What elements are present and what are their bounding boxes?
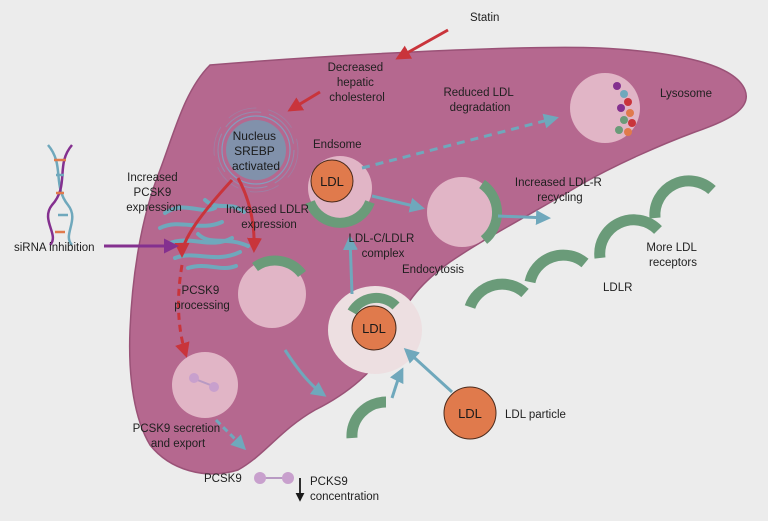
lysosome-fragment	[624, 128, 632, 136]
label-lysosome: Lysosome	[660, 88, 712, 100]
arrow-statin	[395, 28, 449, 60]
lysosome-fragment	[620, 90, 628, 98]
label-complex: LDL-C/LDLR complex	[348, 233, 417, 260]
ldl-label: LDL	[458, 406, 482, 421]
arrow-to-pcsk9	[174, 178, 234, 258]
label-more-receptors: More LDL receptors	[646, 242, 699, 269]
lysosome	[570, 73, 640, 143]
pcsk9-secreted	[254, 472, 294, 484]
arrow-degradation	[361, 113, 559, 170]
label-sirna-inhibition: siRNA inhibition	[14, 242, 95, 254]
lysosome-fragment	[628, 119, 636, 127]
arrow-endocytosis-up	[342, 235, 358, 295]
label-increased-pcsk9: Increased PCSK9 expression	[126, 172, 182, 214]
recycling-vesicle	[427, 177, 503, 247]
ldl-label: LDL	[362, 321, 386, 336]
label-pcsk9-secretion: PCSK9 secretion and export	[133, 423, 224, 450]
pcsk9-molecule	[209, 382, 219, 392]
label-pcsk9: PCSK9	[204, 473, 242, 485]
arrow-recycling-out	[497, 210, 551, 226]
arrow-ldl-in	[403, 347, 454, 394]
label-endocytosis: Endocytosis	[402, 264, 464, 276]
lysosome-fragment	[624, 98, 632, 106]
label-statin: Statin	[470, 12, 499, 24]
endosome	[305, 156, 375, 228]
ldlr-receptor	[252, 255, 306, 278]
ldlr-receptor	[347, 292, 400, 315]
ldlr-receptor	[305, 199, 375, 228]
arrow-secretion-down	[214, 418, 247, 451]
label-nucleus: Nucleus SREBP activated	[232, 129, 280, 173]
arrow-receptor-in	[389, 367, 404, 399]
label-decreased-cholesterol: Decreased hepatic cholesterol	[328, 62, 387, 104]
arrow-processing-down	[283, 349, 327, 397]
ldl-label: LDL	[320, 174, 344, 189]
label-increased-ldlr: Increased LDLR expression	[226, 204, 312, 231]
lysosome-fragment	[617, 104, 625, 112]
processing-vesicle	[238, 255, 306, 328]
ldlr-receptor	[478, 179, 503, 244]
lysosome-fragment	[626, 109, 634, 117]
lysosome-fragment	[620, 116, 628, 124]
ldl-particle-outside	[443, 386, 497, 440]
lysosome-fragment	[615, 126, 623, 134]
label-reduced-degradation: Reduced LDL degradation	[443, 87, 516, 114]
endocytosis-vesicle	[347, 292, 400, 351]
pcsk9-molecule	[189, 373, 199, 383]
label-ldlr: LDLR	[603, 282, 632, 294]
arrow-to-secretion	[175, 264, 190, 358]
label-ldl-particle: LDL particle	[505, 409, 566, 421]
ldlr-receptors-outside	[346, 175, 716, 439]
nucleus	[213, 107, 299, 193]
ldl-particle	[351, 305, 397, 351]
label-pcsk9-processing: PCSK9 processing	[174, 285, 230, 312]
lysosome-fragment	[613, 82, 621, 90]
secretion-vesicle	[172, 352, 238, 418]
sirna-helix-icon	[46, 144, 74, 246]
arrow-to-recycling	[371, 194, 425, 213]
label-endosome: Endsome	[313, 139, 362, 151]
label-pcks9-concentration: PCKS9 concentration	[310, 476, 379, 503]
arrow-cholesterol	[287, 90, 321, 112]
label-increased-recycling: Increased LDL-R recycling	[515, 177, 605, 204]
ldl-particle	[310, 159, 354, 203]
arrow-to-ldlr	[236, 177, 262, 253]
